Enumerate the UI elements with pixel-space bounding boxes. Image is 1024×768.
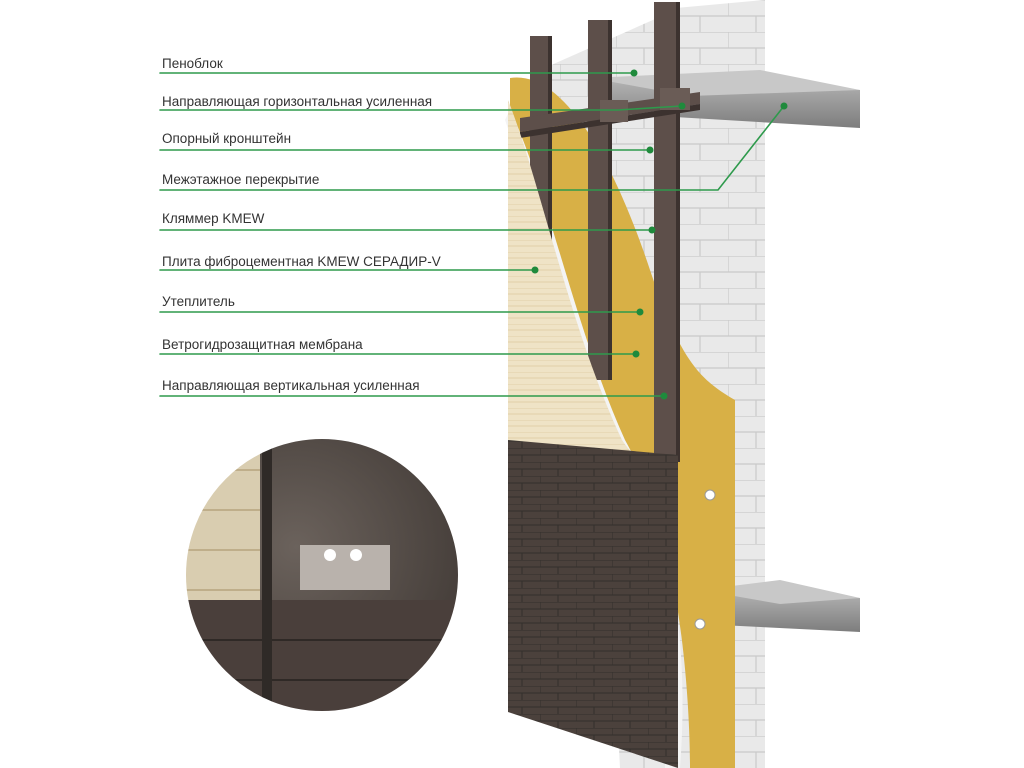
detail-circle-border — [184, 437, 460, 713]
leader-dot-insulation — [636, 308, 644, 316]
label-membrane: Ветрогидрозащитная мембрана — [162, 337, 363, 352]
label-insulation: Утеплитель — [162, 294, 235, 309]
leader-line-rail-horizontal — [159, 105, 683, 111]
leader-dot-penoblok — [630, 69, 638, 77]
label-penoblok: Пеноблок — [162, 56, 223, 71]
leader-dot-clip — [648, 226, 656, 234]
leader-dot-rail-vertical — [660, 392, 668, 400]
leader-dot-membrane — [632, 350, 640, 358]
light-panel — [508, 100, 650, 470]
label-fiber-cement-panel: Плита фиброцементная KMEW СЕРАДИР-V — [162, 254, 441, 269]
label-rail-horizontal: Направляющая горизонтальная усиленная — [162, 94, 433, 109]
leader-line-floor-slab — [159, 105, 785, 191]
leader-dot-fiber-cement-panel — [531, 266, 539, 274]
leader-dot-rail-horizontal — [678, 102, 686, 110]
leader-dot-support-bracket — [646, 146, 654, 154]
leader-lines — [159, 69, 788, 400]
label-rail-vertical: Направляющая вертикальная усиленная — [162, 378, 420, 393]
label-support-bracket: Опорный кронштейн — [162, 131, 292, 146]
detail-circle — [185, 438, 459, 712]
floor-slab-bottom — [700, 580, 860, 632]
insulation-layer — [510, 77, 735, 768]
leader-dot-floor-slab — [780, 102, 788, 110]
label-clip: Кляммер KMEW — [162, 211, 265, 226]
clip-icons — [694, 489, 716, 630]
brick-panel — [508, 440, 678, 768]
label-floor-slab: Межэтажное перекрытие — [162, 172, 320, 187]
